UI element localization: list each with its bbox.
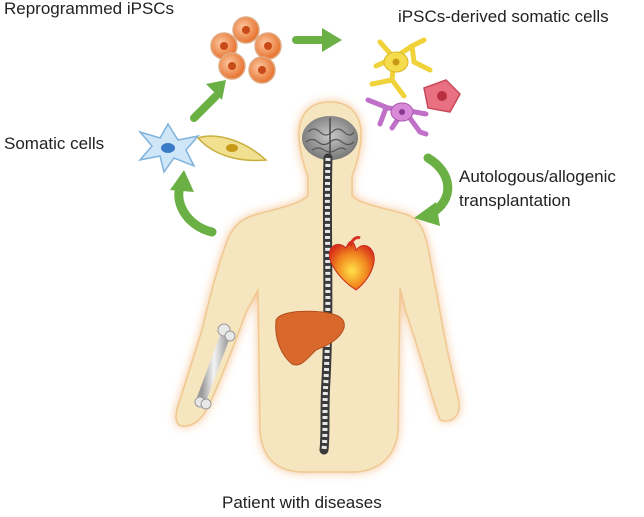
liver-icon — [275, 310, 345, 366]
green-arrow-icon — [190, 80, 226, 122]
transplantation-label-line2: transplantation — [459, 191, 571, 210]
bone-icon — [194, 323, 236, 410]
human-body-icon — [175, 101, 460, 473]
ipscs-derived-somatic-cells-label: iPSCs-derived somatic cells — [398, 7, 609, 26]
fibroblast-icon — [137, 122, 200, 174]
spinal-cord-icon — [319, 153, 333, 455]
neuron-icon — [365, 97, 429, 137]
cardiomyocyte-icon — [423, 79, 461, 113]
ipsc-cluster-icon — [210, 16, 282, 84]
brain-icon — [302, 116, 358, 160]
green-arrow-icon — [292, 28, 342, 52]
green-arrow-icon — [170, 170, 217, 237]
green-arrow-icon — [414, 153, 453, 226]
neuron-icon — [369, 37, 433, 99]
patient-label: Patient with diseases — [222, 493, 382, 512]
transplantation-label-line1: Autologous/allogenic — [459, 167, 616, 186]
heart-icon — [328, 236, 375, 291]
somatic-cells-label: Somatic cells — [4, 134, 105, 153]
reprogrammed-ipscs-label: Reprogrammed iPSCs — [4, 0, 175, 18]
fibroblast-icon — [196, 135, 268, 162]
